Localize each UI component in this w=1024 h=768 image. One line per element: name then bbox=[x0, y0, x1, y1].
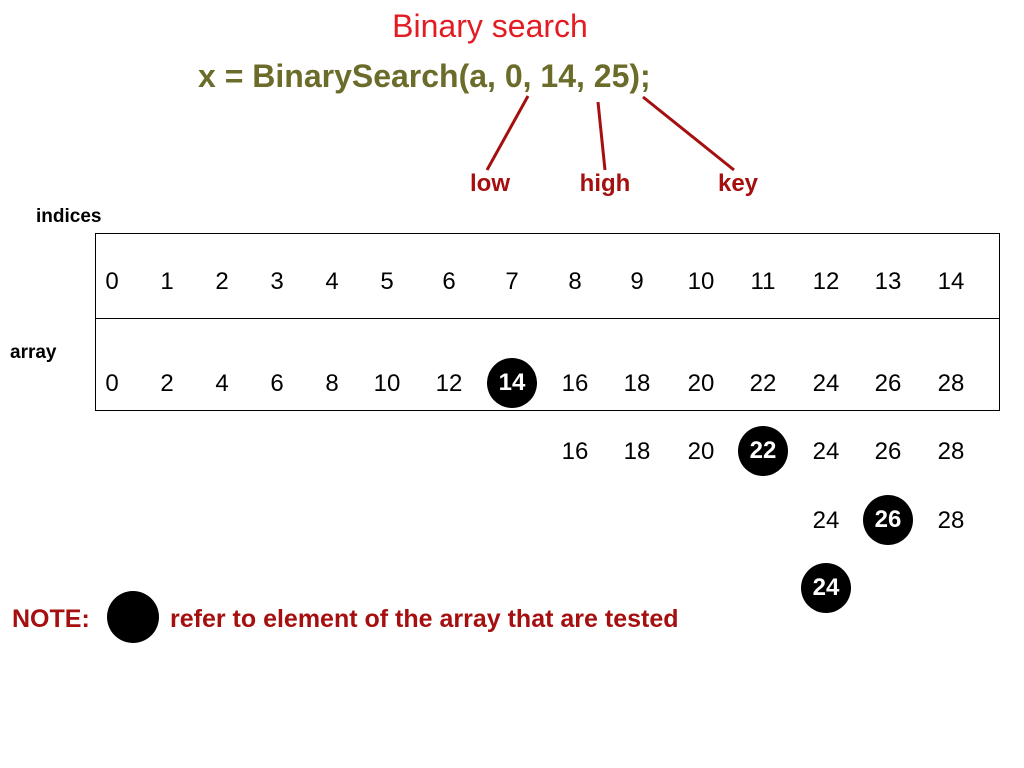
index-cell: 13 bbox=[874, 268, 902, 295]
index-cell: 9 bbox=[630, 268, 644, 295]
step3-tested-cell: 26 bbox=[863, 495, 913, 545]
step2-tested-cell: 22 bbox=[738, 426, 788, 476]
key-pointer-line bbox=[642, 95, 735, 172]
array-cell: 26 bbox=[874, 370, 902, 397]
array-cell: 18 bbox=[623, 370, 651, 397]
index-cell: 1 bbox=[160, 268, 174, 295]
low-label: low bbox=[470, 170, 510, 197]
page-title: Binary search bbox=[392, 8, 588, 44]
array-cell: 22 bbox=[749, 370, 777, 397]
step2-cell: 18 bbox=[623, 438, 651, 465]
index-cell: 7 bbox=[505, 268, 519, 295]
high-label: high bbox=[579, 170, 631, 197]
array-cell: 28 bbox=[937, 370, 965, 397]
note-text: refer to element of the array that are t… bbox=[170, 605, 679, 633]
function-call: x = BinarySearch(a, 0, 14, 25); bbox=[198, 58, 651, 94]
array-cell: 4 bbox=[215, 370, 229, 397]
step2-cell: 28 bbox=[937, 438, 965, 465]
array-cell: 16 bbox=[561, 370, 589, 397]
array-cell: 0 bbox=[105, 370, 119, 397]
array-tested-cell: 14 bbox=[487, 358, 537, 408]
array-table bbox=[95, 233, 1000, 411]
indices-label: indices bbox=[36, 206, 102, 227]
array-cell: 10 bbox=[373, 370, 401, 397]
step2-cell: 24 bbox=[812, 438, 840, 465]
index-cell: 6 bbox=[442, 268, 456, 295]
note-prefix: NOTE: bbox=[12, 605, 90, 633]
array-label: array bbox=[10, 342, 57, 363]
array-cell: 12 bbox=[435, 370, 463, 397]
index-cell: 2 bbox=[215, 268, 229, 295]
index-cell: 8 bbox=[568, 268, 582, 295]
array-cell: 20 bbox=[687, 370, 715, 397]
index-cell: 3 bbox=[270, 268, 284, 295]
array-cell: 8 bbox=[325, 370, 339, 397]
index-cell: 10 bbox=[687, 268, 715, 295]
step2-cell: 16 bbox=[561, 438, 589, 465]
index-cell: 11 bbox=[750, 268, 776, 295]
array-cell: 24 bbox=[812, 370, 840, 397]
array-cell: 6 bbox=[270, 370, 284, 397]
index-cell: 0 bbox=[105, 268, 119, 295]
low-pointer-line bbox=[485, 95, 530, 171]
step3-cell: 24 bbox=[812, 507, 840, 534]
index-cell: 5 bbox=[380, 268, 394, 295]
step4-tested-cell: 24 bbox=[801, 563, 851, 613]
index-cell: 12 bbox=[812, 268, 840, 295]
index-cell: 14 bbox=[937, 268, 965, 295]
step2-cell: 26 bbox=[874, 438, 902, 465]
table-divider bbox=[95, 318, 1000, 319]
step2-cell: 20 bbox=[687, 438, 715, 465]
index-cell: 4 bbox=[325, 268, 339, 295]
step3-cell: 28 bbox=[937, 507, 965, 534]
array-cell: 2 bbox=[160, 370, 174, 397]
high-pointer-line bbox=[596, 101, 607, 171]
tested-marker-legend bbox=[107, 591, 159, 643]
key-label: key bbox=[717, 170, 759, 197]
